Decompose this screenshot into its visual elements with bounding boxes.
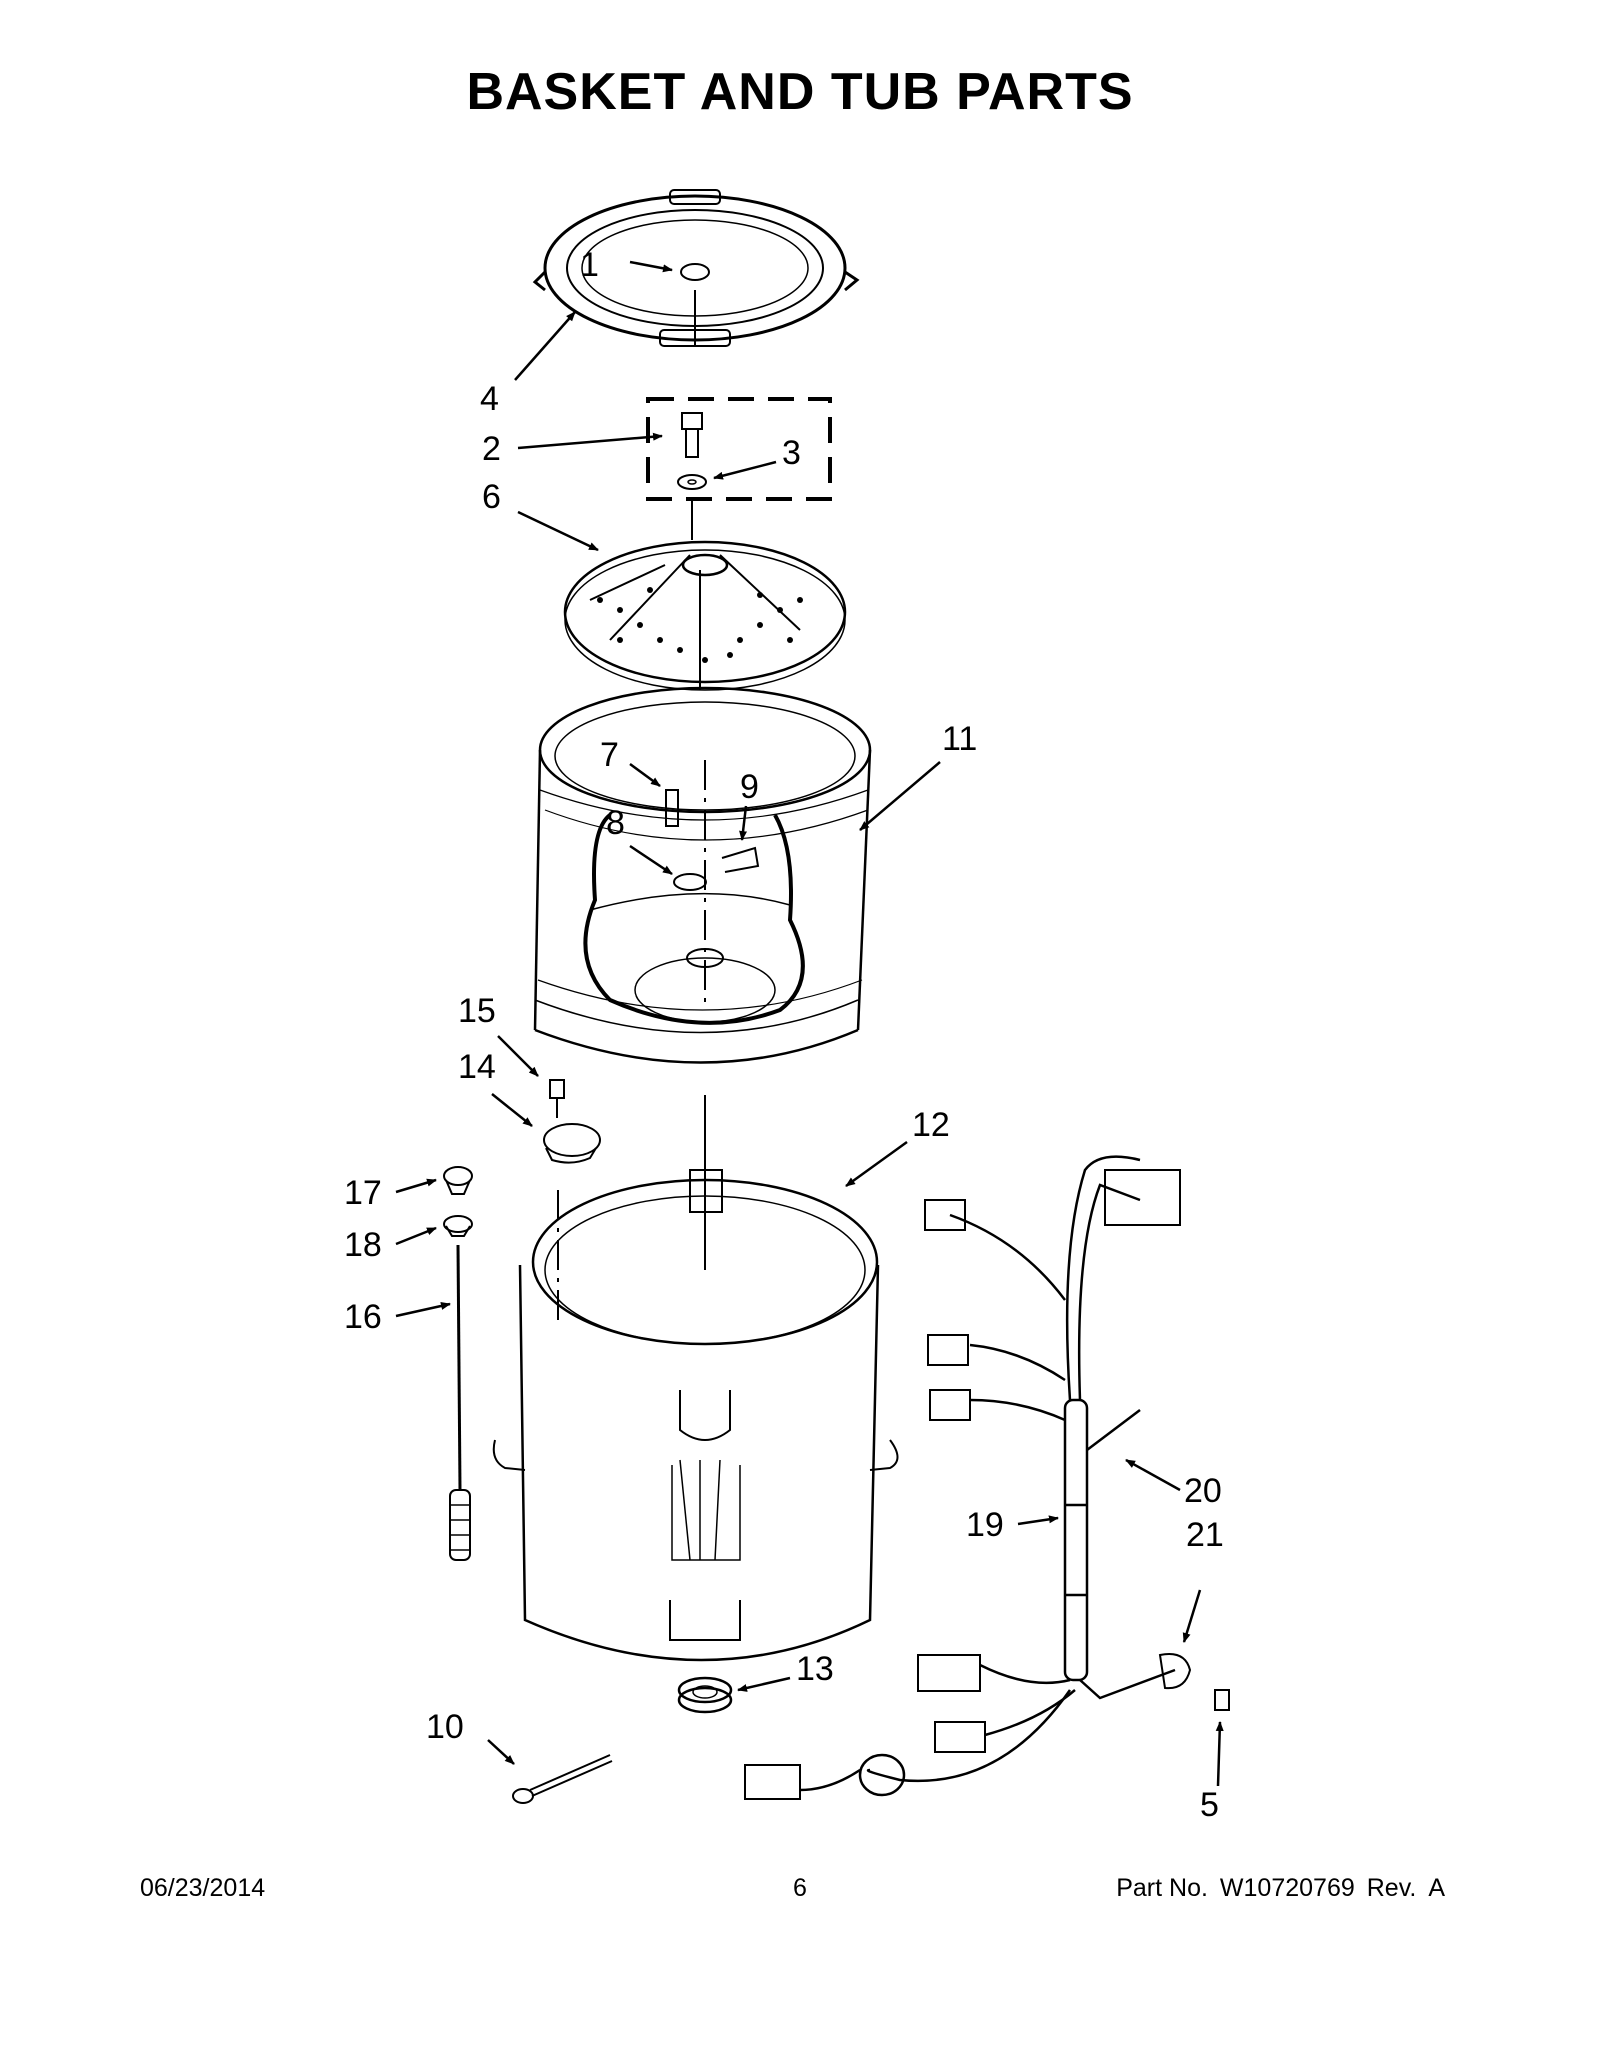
callout-21: 21 [1186, 1516, 1224, 1554]
part-label: Part No. [1116, 1874, 1208, 1902]
suspension-rod-parts [443, 1166, 473, 1561]
footer-date: 06/23/2014 [140, 1874, 266, 1902]
callout-3: 3 [782, 434, 801, 472]
callout-7: 7 [600, 736, 619, 774]
rev-value: A [1428, 1874, 1445, 1902]
callout-15: 15 [458, 992, 496, 1030]
outer-tub-part [492, 1095, 899, 1662]
tub-ring-part [532, 189, 860, 347]
callout-10: 10 [426, 1708, 464, 1746]
callout-19: 19 [966, 1506, 1004, 1544]
callout-14: 14 [458, 1048, 496, 1086]
tub-seal-part [677, 1676, 733, 1714]
callout-16: 16 [344, 1298, 382, 1336]
callout-labels: 1 4 2 3 6 7 9 8 11 15 14 12 17 18 16 20 … [344, 246, 1224, 1824]
rev-label: Rev. [1366, 1874, 1417, 1902]
leader-arrows [395, 260, 1224, 1787]
basket-part [533, 686, 872, 1064]
agitator-bolt-kit [646, 397, 832, 540]
callout-13: 13 [796, 1650, 834, 1688]
impeller-part [563, 540, 847, 691]
callout-4: 4 [480, 380, 499, 418]
callout-5: 5 [1200, 1786, 1219, 1824]
wire-harness-part [744, 1155, 1230, 1800]
callout-2: 2 [482, 430, 501, 468]
callout-18: 18 [344, 1226, 382, 1264]
callout-9: 9 [740, 768, 759, 806]
footer-part-info: Part No. W10720769 Rev. A [1116, 1874, 1445, 1903]
callout-11: 11 [942, 720, 977, 758]
callout-12: 12 [912, 1106, 950, 1144]
part-number: W10720769 [1219, 1874, 1355, 1902]
callout-1: 1 [580, 246, 599, 284]
footer-page-number: 6 [793, 1874, 807, 1902]
page-title: BASKET AND TUB PARTS [466, 63, 1134, 121]
callout-17: 17 [344, 1174, 382, 1212]
tub-plug-parts [543, 1079, 601, 1164]
callout-20: 20 [1184, 1472, 1222, 1510]
callout-6: 6 [482, 478, 501, 516]
sensor-part [512, 1754, 613, 1804]
callout-8: 8 [606, 804, 625, 842]
